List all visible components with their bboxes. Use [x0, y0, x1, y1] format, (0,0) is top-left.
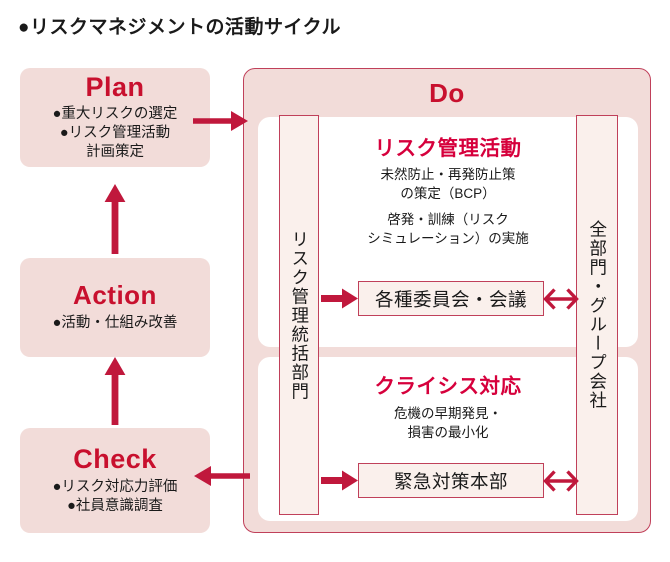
crisis-panel-heading: クライシス対応 — [374, 375, 522, 398]
plan-box[interactable]: Plan ●重大リスクの選定 ●リスク管理活動 計画策定 — [20, 68, 210, 167]
check-bullet-2: ●社員意識調査 — [67, 497, 163, 514]
plan-details: ●重大リスクの選定 ●リスク管理活動 計画策定 — [53, 105, 178, 162]
arrow-committee-to-group-icon — [543, 285, 579, 313]
arrow-do-to-check-icon — [192, 463, 250, 489]
action-details: ●活動・仕組み改善 — [53, 314, 178, 333]
committee-meeting-box[interactable]: 各種委員会・会議 — [358, 281, 544, 316]
arrow-plan-to-do-icon — [193, 108, 249, 134]
check-box[interactable]: Check ●リスク対応力評価 ●社員意識調査 — [20, 428, 210, 533]
do-heading: Do — [429, 78, 465, 108]
risk-management-dept-label: リスク管理統括部門 — [289, 229, 310, 401]
action-heading: Action — [73, 280, 157, 311]
arrow-check-to-action-icon — [102, 355, 128, 425]
check-details: ●リスク対応力評価 ●社員意識調査 — [53, 478, 178, 516]
plan-bullet-2-cont: 計画策定 — [85, 144, 144, 161]
page-title: ●リスクマネジメントの活動サイクル — [18, 17, 342, 38]
all-divisions-group-label: 全部門・グループ会社 — [587, 220, 608, 410]
plan-bullet-2: ●リスク管理活動 — [59, 125, 171, 142]
risk-management-dept-column[interactable]: リスク管理統括部門 — [279, 115, 319, 515]
crisis-body-line2: 損害の最小化 — [407, 425, 489, 441]
action-bullet-1: ●活動・仕組み改善 — [52, 314, 178, 331]
plan-heading: Plan — [85, 72, 145, 103]
crisis-body-line1: 危機の早期発見・ — [394, 406, 502, 421]
risk-body2-line2: シミュレーション）の実施 — [367, 231, 529, 247]
risk-panel-heading: リスク管理活動 — [374, 137, 522, 160]
plan-bullet-1: ●重大リスクの選定 — [52, 106, 178, 123]
crisis-panel-body: 危機の早期発見・ 損害の最小化 — [258, 404, 638, 442]
arrow-dept-to-emergency-icon — [321, 468, 359, 493]
emergency-headquarters-box[interactable]: 緊急対策本部 — [358, 463, 544, 498]
risk-panel-body-2: 啓発・訓練（リスク シミュレーション）の実施 — [258, 210, 638, 248]
risk-body1-line1: 未然防止・再発防止策 — [380, 167, 516, 182]
action-box[interactable]: Action ●活動・仕組み改善 — [20, 258, 210, 357]
risk-body2-line1: 啓発・訓練（リスク — [387, 212, 509, 227]
all-divisions-group-column[interactable]: 全部門・グループ会社 — [576, 115, 618, 515]
check-bullet-1: ●リスク対応力評価 — [52, 478, 178, 495]
risk-body1-line2: の策定（BCP） — [400, 186, 496, 202]
arrow-emergency-to-group-icon — [543, 467, 579, 495]
arrow-action-to-plan-icon — [102, 182, 128, 254]
check-heading: Check — [73, 444, 157, 475]
arrow-dept-to-committee-icon — [321, 286, 359, 311]
risk-panel-body-1: 未然防止・再発防止策 の策定（BCP） — [258, 165, 638, 203]
